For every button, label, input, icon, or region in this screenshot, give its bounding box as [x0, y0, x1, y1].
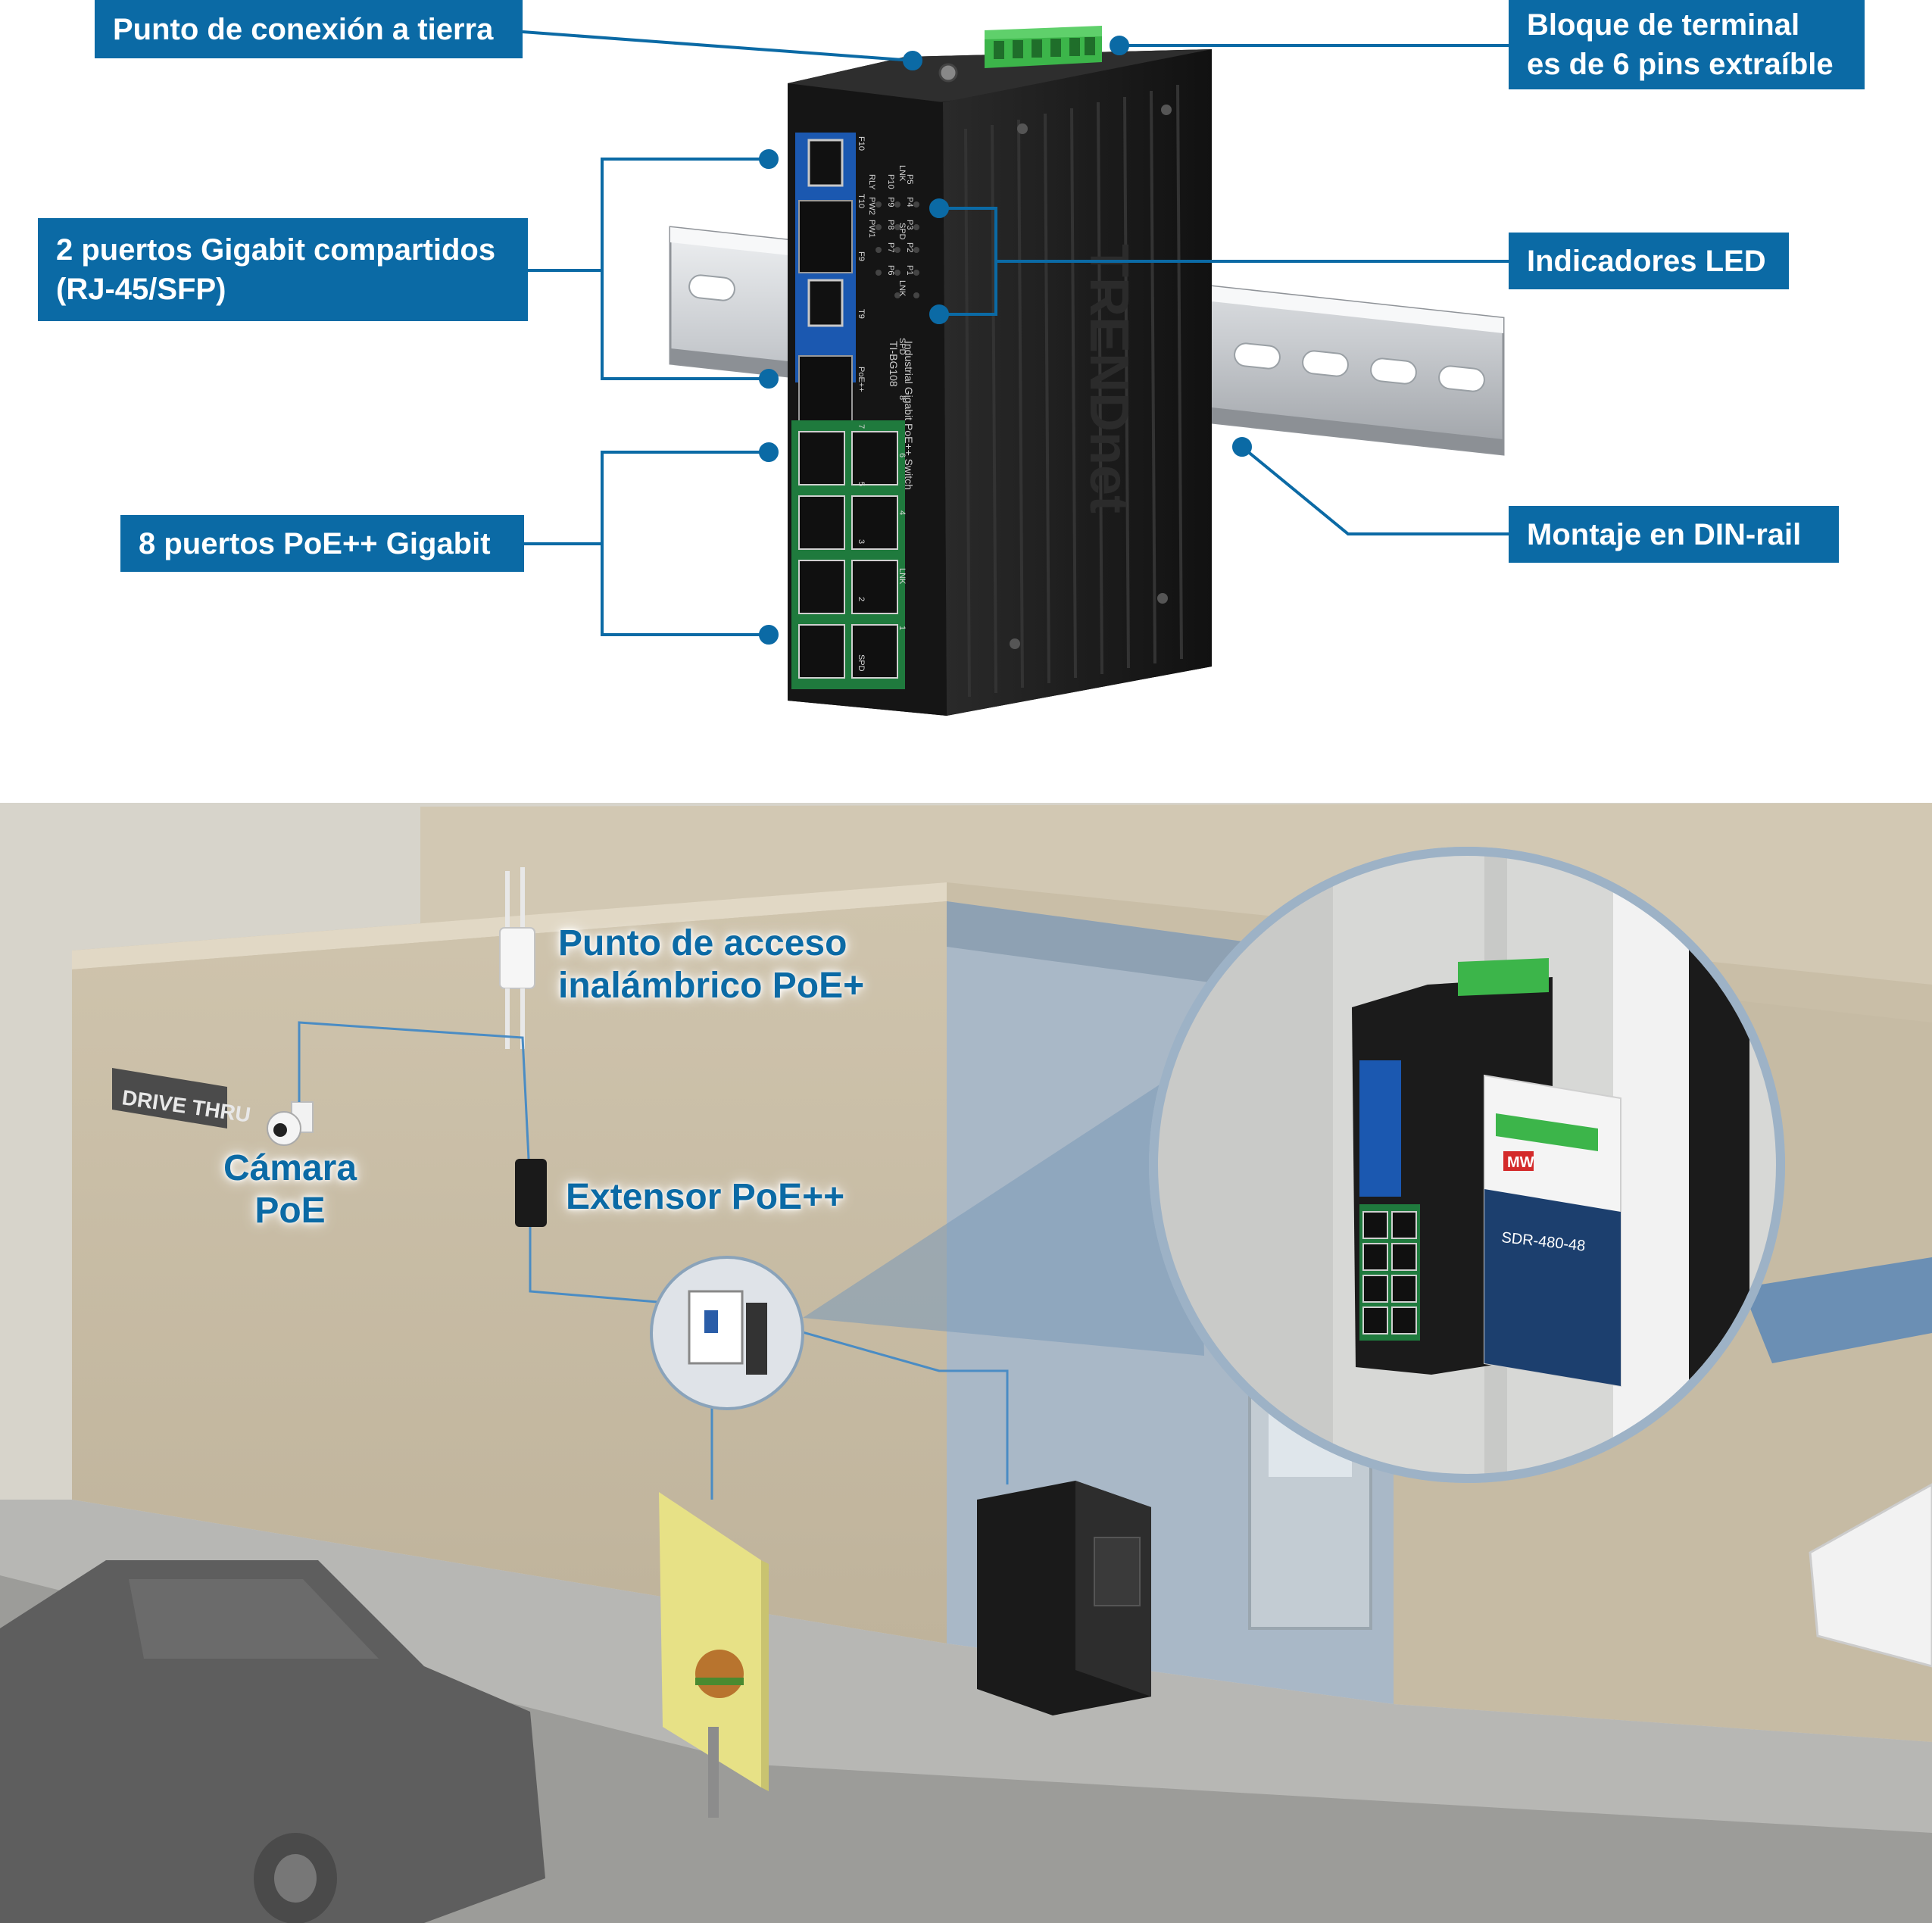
led-label: P5 [905, 174, 914, 184]
network-cables [298, 1021, 1009, 1500]
led-label: P2 [905, 242, 914, 252]
menu-board [659, 1492, 769, 1818]
car [0, 1560, 545, 1923]
port-label: SPD [897, 338, 907, 355]
port-label: T10 [857, 194, 866, 208]
callout-shared-ports-text: 2 puertos Gigabit compartidos (RJ-45/SFP… [56, 233, 496, 306]
port-label: SPD [857, 654, 866, 672]
callout-din-text: Montaje en DIN-rail [1527, 517, 1802, 551]
port-label: 7 [857, 424, 866, 429]
drive-thru-sign: DRIVE THRU [112, 1068, 252, 1129]
ground-screw [938, 63, 958, 83]
led-label: PW1 [867, 220, 876, 238]
server-cabinet [977, 1481, 1151, 1715]
port-label: LNK [897, 165, 907, 182]
led-label: P7 [886, 242, 895, 252]
terminal-block [985, 26, 1102, 68]
switch-product: TRENDnet [669, 26, 1505, 716]
label-access-point: Punto de acceso inalámbrico PoE+ [558, 923, 865, 1006]
port-label: LNK [897, 568, 907, 585]
port-label: 8 [897, 395, 907, 400]
poe-camera [267, 1101, 314, 1146]
poe-extender [515, 1159, 547, 1227]
callout-led-text: Indicadores LED [1527, 244, 1766, 278]
led-label: P1 [905, 265, 914, 275]
callout-ground-text: Punto de conexión a tierra [113, 12, 494, 46]
led-label: P4 [905, 197, 914, 207]
port-label: F9 [857, 251, 866, 261]
port-label: 1 [897, 626, 907, 630]
callout-din-rail: Montaje en DIN-rail [1509, 506, 1839, 563]
callout-led-indicators: Indicadores LED [1509, 233, 1789, 289]
callout-terminal-block: Bloque de terminal es de 6 pins extraíbl… [1509, 0, 1865, 89]
port-label: PoE++ [857, 367, 866, 392]
callout-shared-ports: 2 puertos Gigabit compartidos (RJ-45/SFP… [38, 218, 528, 321]
poe-ports-panel [791, 420, 905, 689]
shared-ports-panel [795, 133, 856, 425]
port-label: 2 [857, 597, 866, 601]
led-label: P9 [886, 197, 895, 207]
port-label: F10 [857, 136, 866, 151]
zoom-cone [803, 1060, 1204, 1356]
port-label: 5 [857, 482, 866, 486]
label-poe-camera: Cámara PoE [223, 1148, 357, 1231]
port-label: 4 [897, 510, 907, 515]
panel-text: Industrial Gigabit PoE++ Switch [903, 341, 915, 490]
callout-leaders [522, 30, 1515, 645]
led-label: PW2 [867, 197, 876, 215]
led-label: P3 [905, 220, 914, 229]
scene: DRIVE THRU [0, 803, 1932, 1923]
led-label: P10 [886, 174, 895, 189]
callout-terminal-text: Bloque de terminal es de 6 pins extraíbl… [1527, 8, 1834, 81]
white-car [1809, 1483, 1932, 1668]
led-label: P6 [886, 265, 895, 275]
port-label: 3 [857, 539, 866, 544]
led-indicators [875, 201, 919, 298]
panel-model: TI-BG108 [888, 341, 900, 387]
label-poe-extender: Extensor PoE++ [566, 1177, 845, 1217]
enclosure-zoom-small [650, 1256, 804, 1410]
side-brand-text: TRENDnet [1078, 244, 1139, 514]
led-label: P8 [886, 220, 895, 229]
callout-poe-text: 8 puertos PoE++ Gigabit [139, 526, 491, 560]
callout-poe-ports: 8 puertos PoE++ Gigabit [120, 515, 524, 572]
psu-brand: MW [1507, 1154, 1534, 1171]
port-label: 6 [897, 453, 907, 457]
power-supply: MW SDR-480-48 [1484, 1074, 1621, 1388]
port-label: T9 [857, 309, 866, 319]
port-label: LNK [897, 280, 907, 297]
led-label: RLY [867, 174, 876, 190]
port-label: SPD [897, 223, 907, 240]
callout-ground-point: Punto de conexión a tierra [95, 0, 523, 58]
